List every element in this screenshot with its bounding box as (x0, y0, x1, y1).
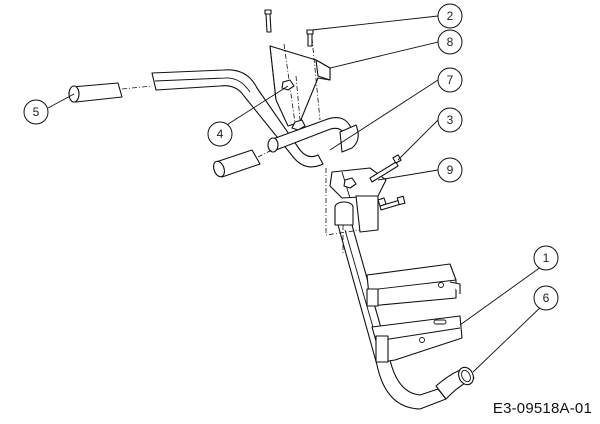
upper-handle-bar (151, 69, 359, 168)
leader-lines (47, 15, 546, 373)
svg-text:8: 8 (447, 35, 454, 49)
callout-7: 7 (437, 67, 463, 93)
nut-4 (281, 75, 306, 131)
svg-text:6: 6 (543, 291, 550, 305)
callout-bubbles: 2 8 7 3 9 4 5 (23, 3, 559, 311)
callout-2: 2 (437, 3, 463, 29)
upper-mounting-bracket (366, 263, 461, 307)
svg-text:2: 2 (447, 9, 454, 23)
drawing-code-label: E3-09518A-01 (492, 400, 592, 417)
callout-1: 1 (533, 245, 559, 271)
handle-knob (458, 366, 474, 386)
callout-6: 6 (533, 285, 559, 311)
svg-text:9: 9 (447, 163, 454, 177)
grip-lower (213, 149, 273, 178)
bolt-2 (264, 9, 314, 47)
callout-9: 9 (437, 157, 463, 183)
callout-5: 5 (23, 99, 49, 125)
svg-text:4: 4 (217, 127, 224, 141)
svg-text:7: 7 (447, 73, 454, 87)
callout-8: 8 (437, 29, 463, 55)
bolt-3 (369, 154, 406, 211)
callout-3: 3 (437, 107, 463, 133)
lower-mounting-bracket (371, 315, 463, 363)
top-bracket (269, 37, 331, 131)
callout-4: 4 (207, 121, 233, 147)
svg-text:3: 3 (447, 113, 454, 127)
middle-bracket (325, 167, 387, 236)
svg-text:1: 1 (543, 251, 550, 265)
lower-handle-bar (334, 201, 475, 410)
grip-5 (68, 82, 153, 103)
svg-text:5: 5 (33, 105, 40, 119)
